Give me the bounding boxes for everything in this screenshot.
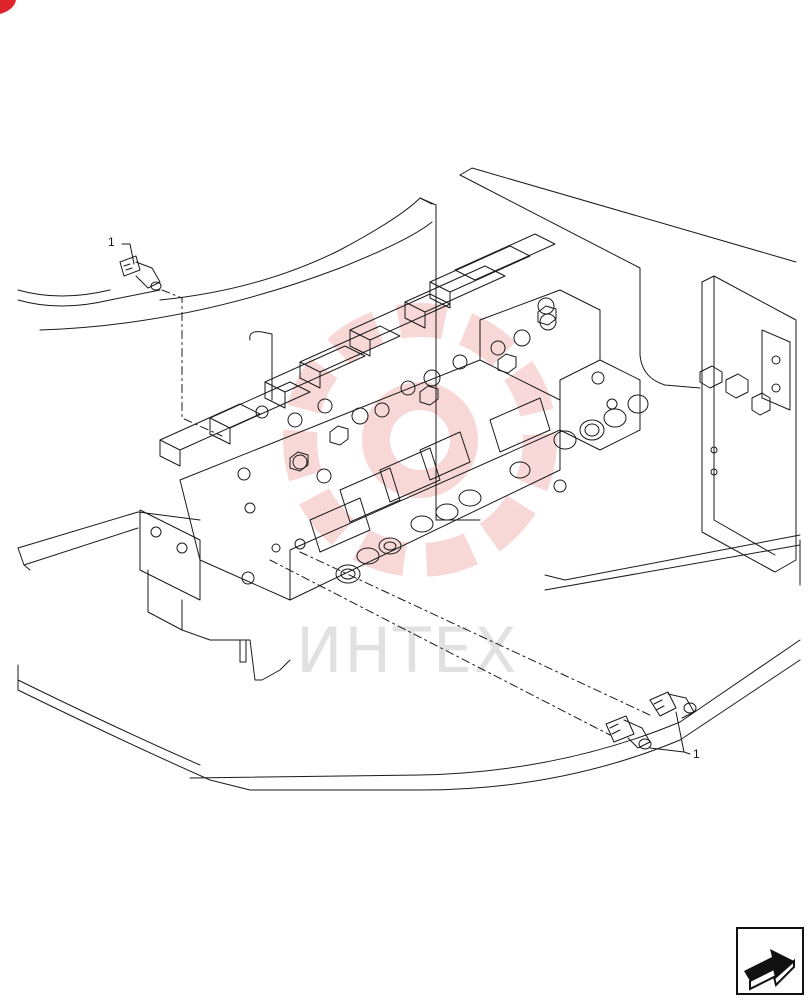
callout-leader-top	[121, 243, 135, 265]
brand-badge-corner	[0, 0, 16, 14]
routing-lines	[161, 289, 653, 736]
callout-label-top-left: 1	[108, 235, 115, 249]
base-frame	[17, 167, 801, 791]
fitting-bottom-right-b	[605, 715, 652, 750]
next-page-arrow-icon	[744, 949, 795, 991]
watermark: ИНТЕХ	[283, 303, 557, 687]
right-bracket	[699, 275, 797, 573]
spool-cylinders-left	[159, 233, 556, 467]
control-valve-bank	[159, 233, 649, 601]
callout-leader-bottom	[649, 711, 691, 755]
fitting-top-left	[119, 255, 162, 291]
valve-ports	[237, 297, 649, 585]
hex-nuts	[289, 305, 557, 472]
watermark-text: ИНТЕХ	[296, 614, 519, 687]
fitting-bottom-right-a	[649, 691, 697, 719]
callout-label-bottom-right: 1	[693, 747, 700, 761]
next-page-button[interactable]	[736, 927, 804, 995]
spool-cylinders-right	[309, 397, 551, 553]
left-mount	[139, 331, 291, 681]
